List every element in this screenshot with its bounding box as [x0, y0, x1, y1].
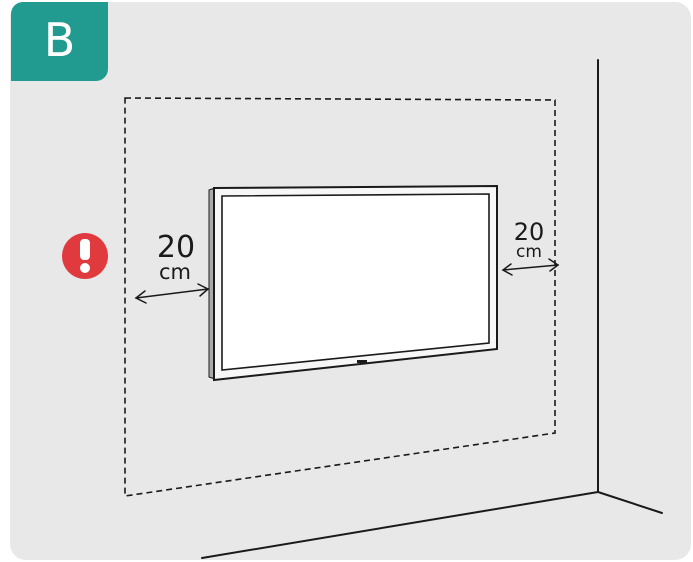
- floor-right-line: [597, 491, 663, 514]
- tv-logo: [357, 360, 367, 363]
- step-letter: B: [43, 12, 76, 67]
- left-clearance-unit: cm: [159, 260, 191, 284]
- room-edges: [201, 59, 663, 559]
- right-clearance-arrow: [501, 258, 560, 276]
- right-clearance-value: 20: [514, 218, 545, 246]
- left-clearance-arrow: [134, 283, 210, 304]
- right-clearance-unit: cm: [516, 242, 542, 262]
- tv-screen: [221, 193, 490, 371]
- television: [208, 184, 498, 382]
- left-clearance-value: 20: [157, 230, 195, 265]
- exclamation-warning-icon: [62, 233, 108, 279]
- step-badge: B: [11, 2, 108, 81]
- floor-left-line: [201, 491, 599, 559]
- clearance-zone-outline: [124, 97, 556, 497]
